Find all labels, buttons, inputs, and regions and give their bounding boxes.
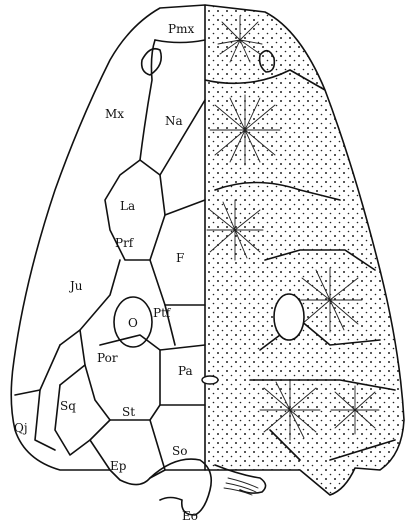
label-postorbital: Por: [97, 351, 118, 365]
label-orbit: O: [128, 316, 138, 330]
label-supraoccipital: So: [172, 444, 187, 458]
label-parietal: Pa: [178, 364, 193, 378]
label-prefrontal: Prf: [115, 236, 135, 250]
pineal-foramen: [274, 294, 304, 340]
label-frontal: F: [176, 251, 184, 265]
label-maxilla: Mx: [105, 107, 124, 121]
label-postfrontal: Ptf: [153, 306, 172, 320]
bone-labels: Pmx Mx Na La Prf F Ju O Ptf Por Pa Qj Sq…: [14, 22, 198, 522]
label-nasal: Na: [165, 114, 183, 128]
label-lacrimal: La: [120, 199, 135, 213]
label-exoccipital: Eo: [182, 509, 198, 522]
parietal-mark: [202, 376, 218, 384]
label-epiotic: Ep: [110, 459, 127, 473]
label-quadratojugal: Qj: [14, 421, 28, 435]
label-squamosal: Sq: [60, 399, 76, 413]
label-premaxilla: Pmx: [168, 22, 194, 36]
label-supratemporal: St: [122, 405, 135, 419]
label-jugal: Ju: [68, 279, 83, 293]
